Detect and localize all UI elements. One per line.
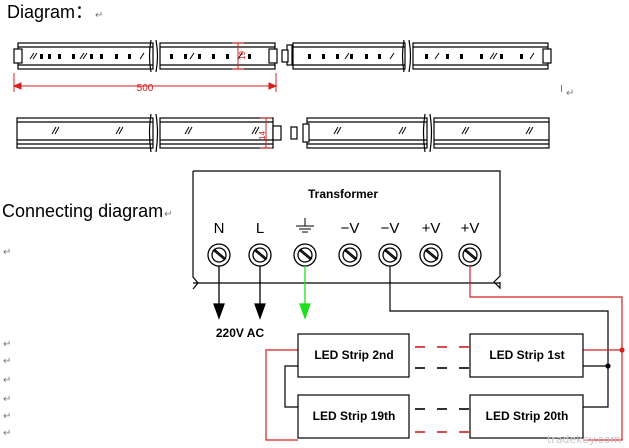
led-strip-20th-label: LED Strip 20th xyxy=(486,409,569,423)
terminal-screw-icon xyxy=(458,243,482,267)
terminal-label-n: N xyxy=(214,220,225,237)
terminal-screw-icon xyxy=(419,243,443,267)
led-bar-side-left xyxy=(16,113,282,153)
supply-arrow-l xyxy=(254,266,266,320)
strip-link-dashes xyxy=(415,346,469,433)
led-strip-2nd-label: LED Strip 2nd xyxy=(314,348,393,362)
dimension-height-side-label: 14 xyxy=(258,131,267,140)
led-strip-boxes xyxy=(297,333,584,439)
watermark: tradekey.com xyxy=(546,433,621,446)
terminal-label-plus-v-2: +V xyxy=(461,220,480,237)
led-bar-front-left-chips xyxy=(40,54,251,59)
terminal-label-plus-v-1: +V xyxy=(422,220,441,237)
led-bar-front-right xyxy=(281,39,552,73)
led-bar-front-right-chips xyxy=(308,54,523,59)
terminal-screw-icon xyxy=(338,243,362,267)
paragraph-mark: ↵ xyxy=(3,356,12,367)
led-strip-19th-label: LED Strip 19th xyxy=(313,409,396,423)
terminal-screw-icon xyxy=(293,243,317,267)
paragraph-mark: ↵ xyxy=(3,247,12,258)
led-bar-side-left-marks xyxy=(51,126,260,135)
transformer-title: Transformer xyxy=(308,187,378,201)
dimension-length xyxy=(12,73,278,92)
terminal-screw-icon xyxy=(207,243,231,267)
led-bar-front-right-resistors xyxy=(344,52,535,60)
terminal-label-l: L xyxy=(256,220,264,237)
ground-arrow xyxy=(299,266,311,320)
negative-wire xyxy=(284,266,611,408)
terminal-screw-icon xyxy=(248,243,272,267)
terminal-label-minus-v-2: −V xyxy=(381,220,400,237)
paragraph-mark: ↵ xyxy=(3,428,12,439)
connecting-diagram-heading: Connecting diagram↵ xyxy=(2,201,173,222)
led-strip-1st-label: LED Strip 1st xyxy=(489,348,564,362)
paragraph-mark: ↵ xyxy=(95,10,104,21)
terminal-label-minus-v-1: −V xyxy=(341,220,360,237)
dimension-height-top xyxy=(232,42,244,70)
led-bar-front-left xyxy=(13,39,278,73)
cursor-mark: I xyxy=(560,84,563,95)
paragraph-mark: ↵ xyxy=(3,411,12,422)
led-bar-front-left-resistors xyxy=(29,52,243,60)
paragraph-mark: ↵ xyxy=(3,339,12,350)
diagram-heading: Diagram：↵ xyxy=(7,0,103,24)
connecting-heading-text: Connecting diagram xyxy=(2,201,164,221)
ground-symbol-icon xyxy=(296,218,314,233)
led-bar-side-right-marks xyxy=(333,126,534,135)
paragraph-mark: ↵ xyxy=(164,209,173,220)
paragraph-mark: ↵ xyxy=(566,88,575,99)
dimension-length-label: 500 xyxy=(137,83,154,94)
positive-wire xyxy=(265,266,625,441)
dimension-height-side xyxy=(260,117,272,149)
terminal-screws xyxy=(207,243,482,267)
terminal-screw-icon xyxy=(378,243,402,267)
supply-arrow-n xyxy=(213,266,225,320)
supply-label: 220V AC xyxy=(216,326,265,340)
dimension-height-top-label: 19 xyxy=(238,51,247,60)
paragraph-mark: ↵ xyxy=(3,394,12,405)
transformer-box xyxy=(192,170,501,290)
paragraph-mark: ↵ xyxy=(3,375,12,386)
led-bar-side-right xyxy=(290,113,550,153)
diagram-heading-text: Diagram： xyxy=(7,2,94,22)
